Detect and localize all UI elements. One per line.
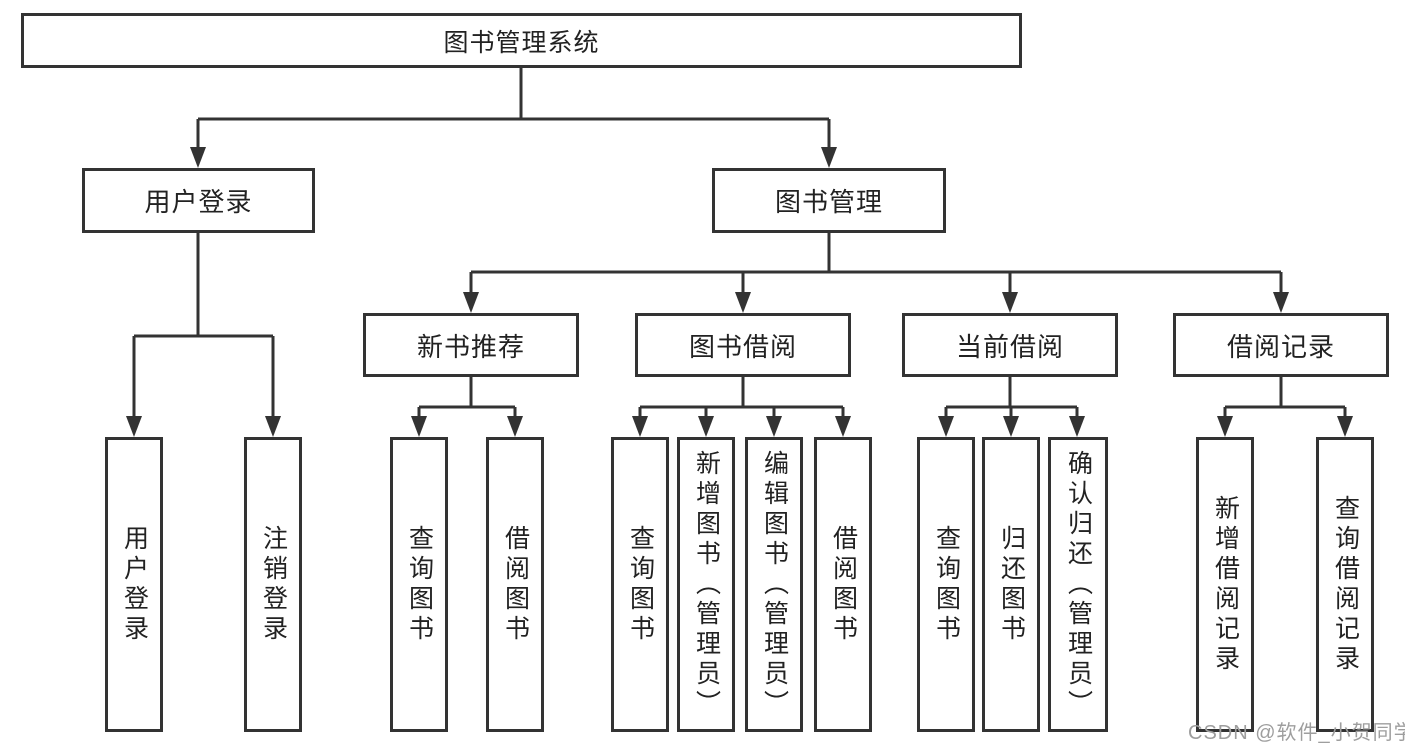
arrowhead-icon [411, 416, 427, 437]
arrowhead-icon [1337, 416, 1353, 437]
leaf-edit-books-admin: 编辑图书（管理员） [745, 437, 803, 732]
arrowhead-icon [835, 416, 851, 437]
node-book-management-label: 图书管理 [774, 187, 883, 217]
leaf-add-books-admin-label: 新增图书（管理员） [692, 449, 721, 720]
leaf-borrow-books-2-label: 借阅图书 [829, 524, 858, 645]
leaf-return-books-label: 归还图书 [997, 524, 1026, 645]
connector-new-book-to-leaves [411, 377, 523, 437]
leaf-add-books-admin: 新增图书（管理员） [677, 437, 735, 732]
csdn-watermark: CSDN @软件_小贺同学 [1188, 722, 1405, 744]
leaf-borrow-books-1: 借阅图书 [486, 437, 544, 732]
arrowhead-icon [1069, 416, 1085, 437]
leaf-confirm-return-admin-label: 确认归还（管理员） [1064, 449, 1093, 720]
leaf-borrow-books-1-label: 借阅图书 [501, 524, 530, 645]
leaf-logout-label: 注销登录 [259, 524, 288, 645]
connector-line [638, 377, 845, 419]
leaf-user-login-label: 用户登录 [120, 524, 149, 645]
node-book-management: 图书管理 [712, 168, 946, 233]
arrowhead-icon [126, 416, 142, 437]
connector-line [944, 377, 1079, 419]
connector-root-to-level2 [190, 68, 837, 168]
node-book-borrowing-label: 图书借阅 [688, 331, 797, 362]
arrowhead-icon [507, 416, 523, 437]
leaf-query-books-1: 查询图书 [390, 437, 448, 732]
arrowhead-icon [190, 147, 206, 168]
leaf-return-books: 归还图书 [982, 437, 1040, 732]
node-user-login: 用户登录 [82, 168, 315, 233]
arrowhead-icon [735, 292, 751, 313]
leaf-logout: 注销登录 [244, 437, 302, 732]
leaf-edit-books-admin-label: 编辑图书（管理员） [760, 449, 789, 720]
connector-line [417, 377, 517, 419]
arrowhead-icon [463, 292, 479, 313]
arrowhead-icon [766, 416, 782, 437]
leaf-query-borrow-record: 查询借阅记录 [1316, 437, 1374, 732]
node-root-system-label: 图书管理系统 [443, 28, 600, 57]
connector-borrow-record-to-leaves [1217, 377, 1353, 437]
node-book-borrowing: 图书借阅 [635, 313, 851, 377]
node-root-system: 图书管理系统 [21, 13, 1022, 68]
connector-book-mgmt-to-level3 [463, 233, 1289, 313]
leaf-borrow-books-2: 借阅图书 [814, 437, 872, 732]
leaf-query-books-3-label: 查询图书 [932, 524, 961, 645]
arrowhead-icon [632, 416, 648, 437]
leaf-confirm-return-admin: 确认归还（管理员） [1048, 437, 1108, 732]
connector-line [196, 68, 831, 150]
node-new-book-recommend: 新书推荐 [363, 313, 579, 377]
node-borrowing-records-label: 借阅记录 [1226, 331, 1335, 362]
arrowhead-icon [1002, 292, 1018, 313]
leaf-query-borrow-record-label: 查询借阅记录 [1331, 494, 1360, 675]
connector-user-login-to-leaves [126, 233, 281, 437]
arrowhead-icon [938, 416, 954, 437]
node-new-book-recommend-label: 新书推荐 [416, 331, 525, 362]
arrowhead-icon [1217, 416, 1233, 437]
leaf-query-books-1-label: 查询图书 [405, 524, 434, 645]
connector-line [132, 233, 275, 419]
leaf-query-books-3: 查询图书 [917, 437, 975, 732]
leaf-user-login: 用户登录 [105, 437, 163, 732]
arrowhead-icon [1003, 416, 1019, 437]
node-current-borrowing-label: 当前借阅 [955, 331, 1064, 362]
leaf-query-books-2: 查询图书 [611, 437, 669, 732]
arrowhead-icon [265, 416, 281, 437]
connector-line [1223, 377, 1347, 419]
arrowhead-icon [821, 147, 837, 168]
leaf-add-borrow-record: 新增借阅记录 [1196, 437, 1254, 732]
node-current-borrowing: 当前借阅 [902, 313, 1118, 377]
node-borrowing-records: 借阅记录 [1173, 313, 1389, 377]
node-user-login-label: 用户登录 [144, 187, 253, 217]
arrowhead-icon [1273, 292, 1289, 313]
connector-book-borrow-to-leaves [632, 377, 851, 437]
arrowhead-icon [698, 416, 714, 437]
leaf-add-borrow-record-label: 新增借阅记录 [1211, 494, 1240, 675]
leaf-query-books-2-label: 查询图书 [626, 524, 655, 645]
connector-line [469, 233, 1283, 295]
connector-current-borrow-to-leaves [938, 377, 1085, 437]
